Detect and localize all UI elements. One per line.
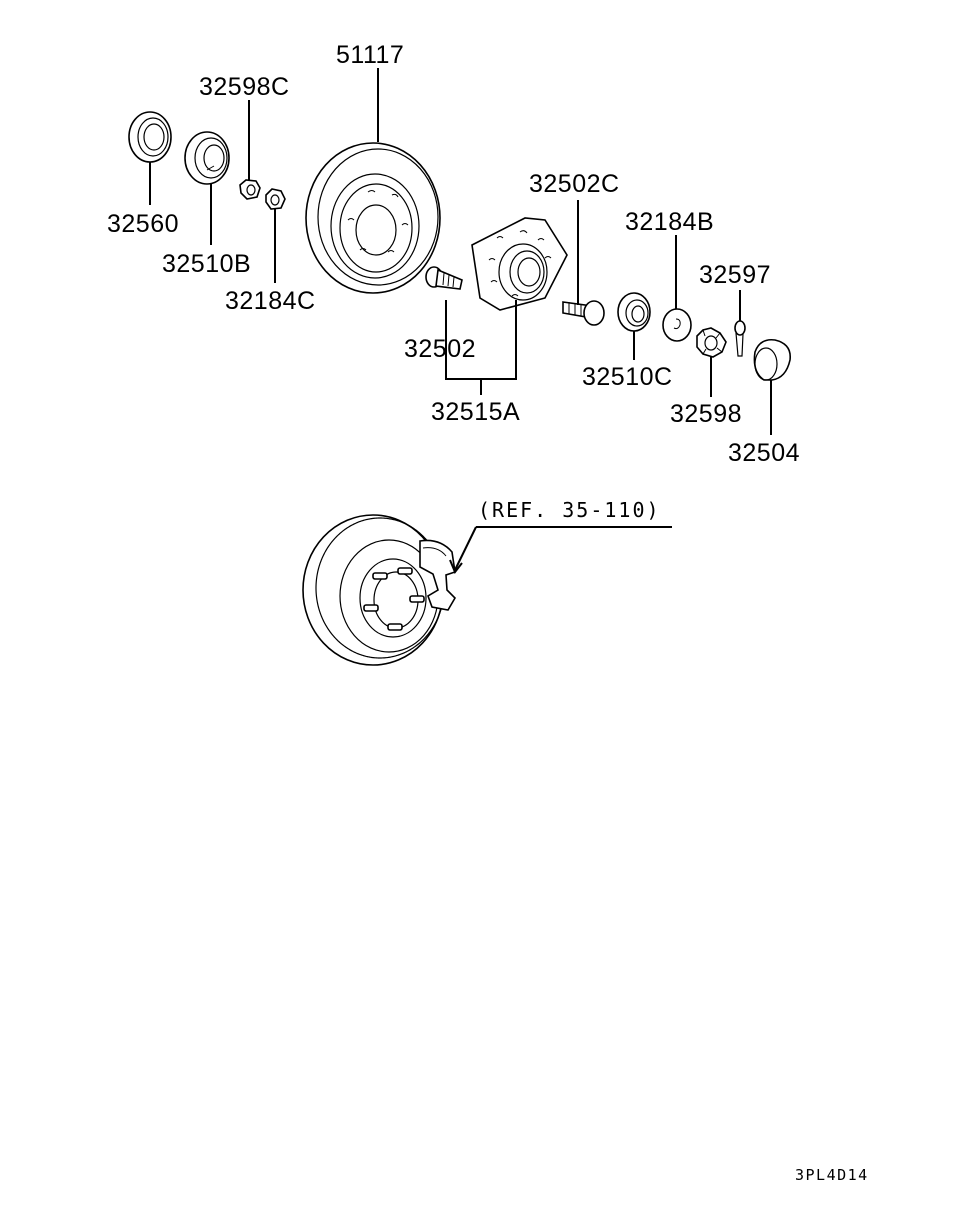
label-32502c: 32502C: [529, 170, 620, 198]
label-32184c: 32184C: [225, 287, 316, 315]
hub-nut-small-part: [239, 179, 261, 200]
assembled-disc-reference: [302, 514, 457, 666]
label-32560: 32560: [107, 210, 179, 238]
label-32598: 32598: [670, 400, 742, 428]
hub-bolt-part: [425, 266, 463, 290]
hub-cap-part: [753, 338, 792, 381]
leader-lines: [149, 68, 772, 435]
label-32504: 32504: [728, 439, 800, 467]
label-32597: 32597: [699, 261, 771, 289]
label-32510b: 32510B: [162, 250, 251, 278]
label-51117: 51117: [336, 41, 404, 69]
washer-small-part: [265, 188, 286, 210]
drawing-code: 3PL4D14: [795, 1166, 869, 1184]
label-32598c: 32598C: [199, 73, 290, 101]
outer-bearing-part: [617, 292, 651, 332]
reference-note: (REF. 35-110): [478, 498, 661, 522]
washer-part: [662, 308, 692, 342]
brake-disc-part: [305, 142, 441, 294]
label-32502: 32502: [404, 335, 476, 363]
label-32184b: 32184B: [625, 208, 714, 236]
castle-nut-part: [696, 327, 727, 358]
cotter-pin-part: [734, 320, 746, 357]
inner-bearing-part: [184, 131, 230, 185]
label-32510c: 32510C: [582, 363, 673, 391]
label-32515a: 32515A: [431, 398, 520, 426]
oil-seal-part: [128, 111, 172, 163]
reference-callout: [449, 526, 672, 574]
hub-assembly-part: [471, 217, 568, 311]
hub-bolt-c-part: [562, 300, 605, 326]
